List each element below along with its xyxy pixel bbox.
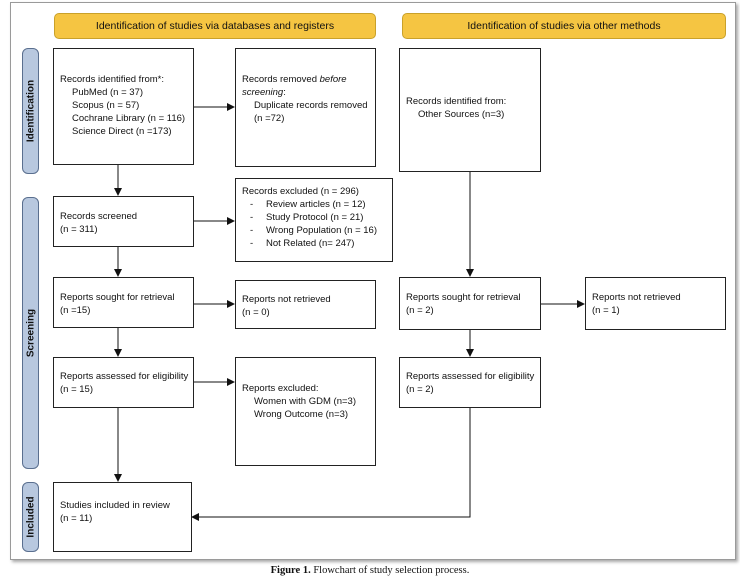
reports-excluded-title: Reports excluded: xyxy=(242,383,319,394)
records-screened-title: Records screened xyxy=(60,211,138,222)
records-identified-title: Records identified from*: xyxy=(60,74,165,85)
caption-text: Flowchart of study selection process. xyxy=(310,565,470,576)
box-other-reports-not-retrieved: Reports not retrieved (n = 1) xyxy=(585,277,726,330)
reports-sought-title: Reports sought for retrieval xyxy=(60,292,175,303)
reports-assessed-count: (n = 15) xyxy=(60,384,94,395)
figure-caption: Figure 1. Flowchart of study selection p… xyxy=(0,565,740,576)
box-reports-sought: Reports sought for retrieval (n =15) xyxy=(53,277,194,328)
records-removed-title-cont: screening: xyxy=(242,87,286,98)
records-removed-item: (n =72) xyxy=(254,113,285,124)
other-records-identified-item: Other Sources (n=3) xyxy=(418,109,505,120)
box-reports-assessed: Reports assessed for eligibility (n = 15… xyxy=(53,357,194,408)
box-records-identified: Records identified from*: PubMed (n = 37… xyxy=(53,48,194,165)
other-reports-sought-title: Reports sought for retrieval xyxy=(406,292,521,303)
records-removed-title: Records removed before xyxy=(242,74,347,85)
phase-included: Included xyxy=(22,482,39,552)
reports-not-retrieved-title: Reports not retrieved xyxy=(242,294,331,305)
reports-assessed-title: Reports assessed for eligibility xyxy=(60,371,189,382)
other-reports-assessed-title: Reports assessed for eligibility xyxy=(406,371,535,382)
studies-included-title: Studies included in review xyxy=(60,500,170,511)
records-identified-item: Science Direct (n =173) xyxy=(72,126,172,137)
records-excluded-item: Study Protocol (n = 21) xyxy=(242,211,386,224)
arrow-other-assessed-to-included xyxy=(191,408,471,521)
box-reports-excluded: Reports excluded: Women with GDM (n=3) W… xyxy=(235,357,376,466)
other-records-identified-title: Records identified from: xyxy=(406,96,507,107)
records-excluded-title: Records excluded (n = 296) xyxy=(242,186,359,197)
reports-sought-count: (n =15) xyxy=(60,305,91,316)
records-removed-item: Duplicate records removed xyxy=(254,100,368,111)
box-other-reports-assessed: Reports assessed for eligibility (n = 2) xyxy=(399,357,541,408)
records-identified-item: PubMed (n = 37) xyxy=(72,87,144,98)
records-excluded-item: Wrong Population (n = 16) xyxy=(242,224,386,237)
header-other-methods: Identification of studies via other meth… xyxy=(402,13,726,39)
records-screened-count: (n = 311) xyxy=(60,224,98,235)
box-records-excluded: Records excluded (n = 296) Review articl… xyxy=(235,178,393,262)
other-reports-not-retrieved-count: (n = 1) xyxy=(592,305,620,316)
box-records-screened: Records screened (n = 311) xyxy=(53,196,194,247)
phase-screening: Screening xyxy=(22,197,39,469)
reports-excluded-item: Women with GDM (n=3) xyxy=(254,396,356,407)
header-databases: Identification of studies via databases … xyxy=(54,13,376,39)
box-studies-included: Studies included in review (n = 11) xyxy=(53,482,192,552)
records-identified-item: Scopus (n = 57) xyxy=(72,100,140,111)
box-other-records-identified: Records identified from: Other Sources (… xyxy=(399,48,541,172)
caption-label: Figure 1. xyxy=(270,565,311,576)
studies-included-count: (n = 11) xyxy=(60,513,93,524)
phase-identification-label: Identification xyxy=(25,79,36,143)
other-reports-assessed-count: (n = 2) xyxy=(406,384,434,395)
box-other-reports-sought: Reports sought for retrieval (n = 2) xyxy=(399,277,541,330)
other-reports-sought-count: (n = 2) xyxy=(406,305,434,316)
phase-screening-label: Screening xyxy=(25,308,36,358)
phase-identification: Identification xyxy=(22,48,39,174)
records-excluded-item: Not Related (n= 247) xyxy=(242,237,386,250)
records-excluded-item: Review articles (n = 12) xyxy=(242,198,386,211)
box-records-removed: Records removed before screening: Duplic… xyxy=(235,48,376,167)
box-reports-not-retrieved: Reports not retrieved (n = 0) xyxy=(235,280,376,329)
reports-excluded-item: Wrong Outcome (n=3) xyxy=(254,409,349,420)
other-reports-not-retrieved-title: Reports not retrieved xyxy=(592,292,681,303)
reports-not-retrieved-count: (n = 0) xyxy=(242,307,270,318)
phase-included-label: Included xyxy=(25,496,36,538)
records-identified-item: Cochrane Library (n = 116) xyxy=(72,113,186,124)
